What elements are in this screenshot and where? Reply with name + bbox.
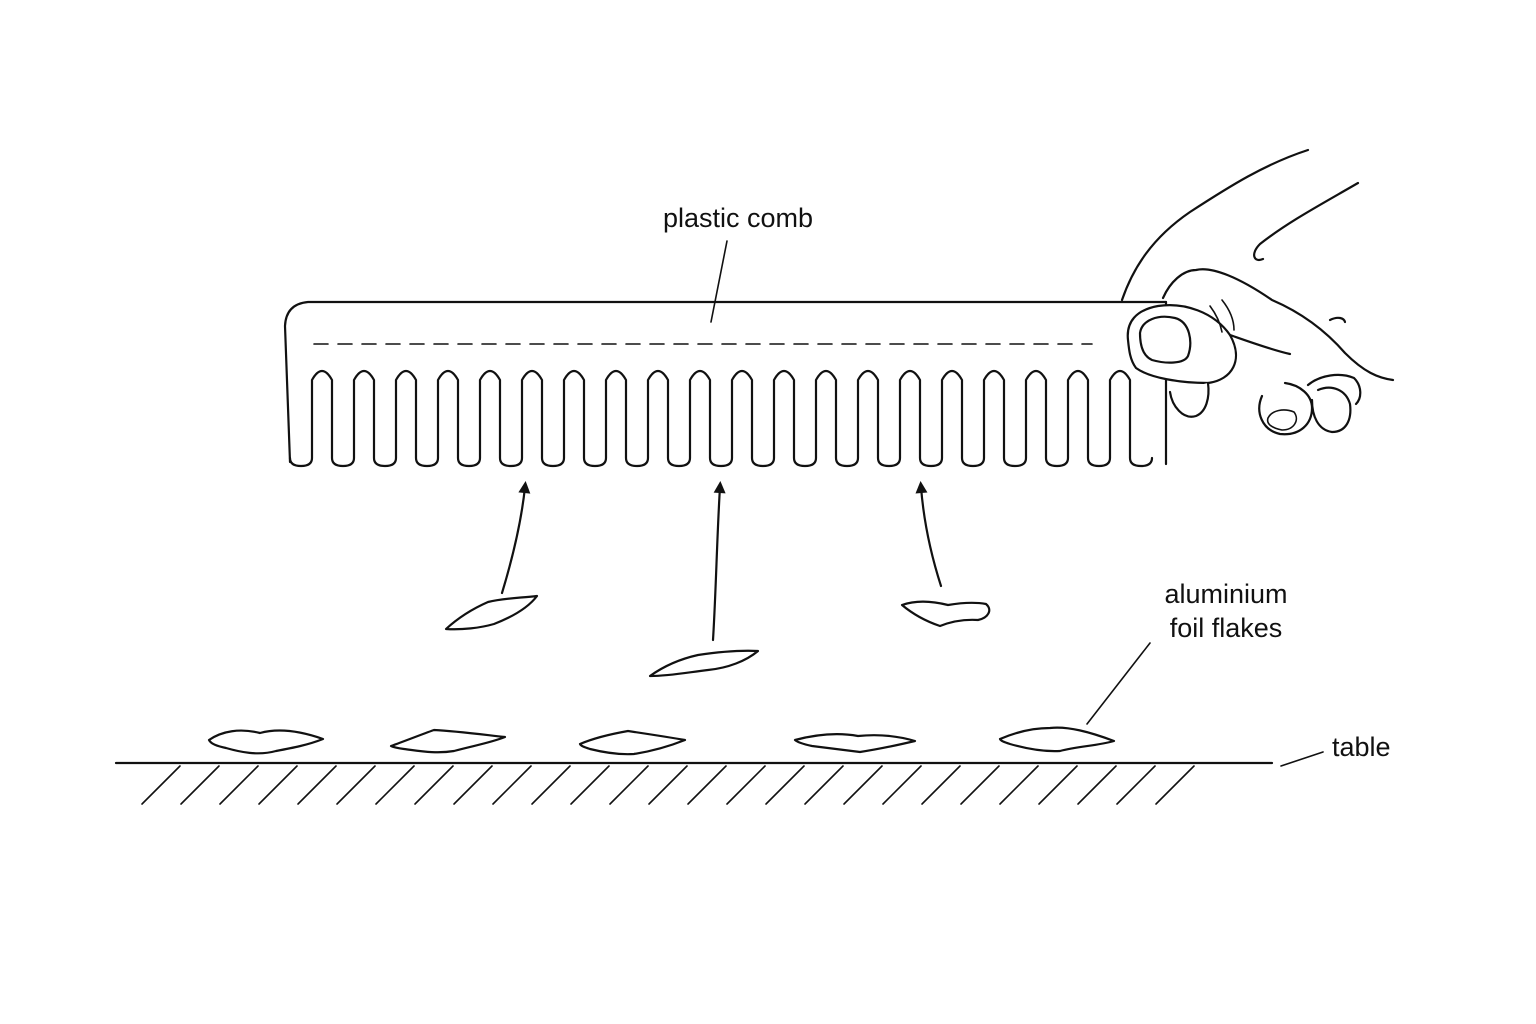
- hatch-line: [960, 765, 1000, 805]
- hand: [1120, 148, 1395, 436]
- hatch-line: [921, 765, 961, 805]
- attraction-arrows: [500, 481, 943, 642]
- hand-back-edge: [1253, 181, 1360, 262]
- hatch-line: [219, 765, 259, 805]
- hand-wrist: [1328, 316, 1347, 324]
- flakes-leader-line: [1086, 642, 1151, 725]
- leader-lines: [710, 240, 1324, 767]
- flake: [444, 594, 539, 631]
- hatch-line: [180, 765, 220, 805]
- hatch-line: [336, 765, 376, 805]
- hatch-line: [453, 765, 493, 805]
- fingernail: [1266, 409, 1298, 431]
- flake: [578, 729, 687, 756]
- hatch-line: [648, 765, 688, 805]
- hatch-line: [687, 765, 727, 805]
- table-label: table: [1332, 732, 1391, 762]
- hatch-line: [882, 765, 922, 805]
- hatch-line: [414, 765, 454, 805]
- hatch-line: [843, 765, 883, 805]
- comb-leader-line: [710, 240, 728, 323]
- flake: [998, 726, 1116, 753]
- hatch-line: [492, 765, 532, 805]
- flake: [648, 649, 760, 678]
- thumb: [1126, 304, 1237, 385]
- hatch-line: [1116, 765, 1156, 805]
- hatch-line: [1038, 765, 1078, 805]
- rising-flakes: [444, 594, 991, 678]
- curled-finger: [1258, 381, 1314, 436]
- table: [114, 761, 1274, 805]
- flakes-on-table: [207, 726, 1116, 756]
- hatch-line: [765, 765, 805, 805]
- hatch-line: [297, 765, 337, 805]
- arrow: [915, 481, 943, 588]
- comb-spine: [283, 300, 1168, 464]
- knuckle-crease: [1221, 299, 1235, 331]
- knuckle-crease: [1209, 305, 1223, 333]
- hatch-line: [531, 765, 571, 805]
- arrow: [711, 481, 726, 642]
- arrow: [500, 481, 531, 595]
- thumb-base: [1228, 333, 1292, 356]
- hatch-line: [804, 765, 844, 805]
- curled-finger: [1168, 381, 1210, 418]
- labels: plastic comb aluminium foil flakes table: [663, 203, 1391, 762]
- comb-teeth-outline: [288, 369, 1154, 468]
- hand-palm: [1120, 148, 1310, 302]
- hatch-line: [726, 765, 766, 805]
- hatch-line: [375, 765, 415, 805]
- flake: [207, 729, 325, 755]
- hatch-line: [609, 765, 649, 805]
- table-hatching: [141, 765, 1195, 805]
- hatch-line: [258, 765, 298, 805]
- hatch-line: [999, 765, 1039, 805]
- hatch-line: [570, 765, 610, 805]
- hatch-line: [141, 765, 181, 805]
- hatch-line: [1077, 765, 1117, 805]
- thumbnail: [1138, 315, 1192, 364]
- table-leader-line: [1280, 751, 1324, 767]
- hatch-line: [1155, 765, 1195, 805]
- index-finger: [1161, 268, 1395, 382]
- curled-finger: [1310, 386, 1352, 434]
- plastic-comb: [283, 300, 1168, 468]
- flake: [900, 600, 991, 628]
- comb-label: plastic comb: [663, 203, 813, 233]
- flakes-label-line-2: foil flakes: [1170, 613, 1283, 643]
- comb-teeth: [288, 369, 1154, 468]
- curled-finger: [1306, 373, 1362, 406]
- flake: [793, 733, 917, 754]
- flake: [389, 728, 507, 754]
- flakes-label-line-1: aluminium: [1164, 579, 1287, 609]
